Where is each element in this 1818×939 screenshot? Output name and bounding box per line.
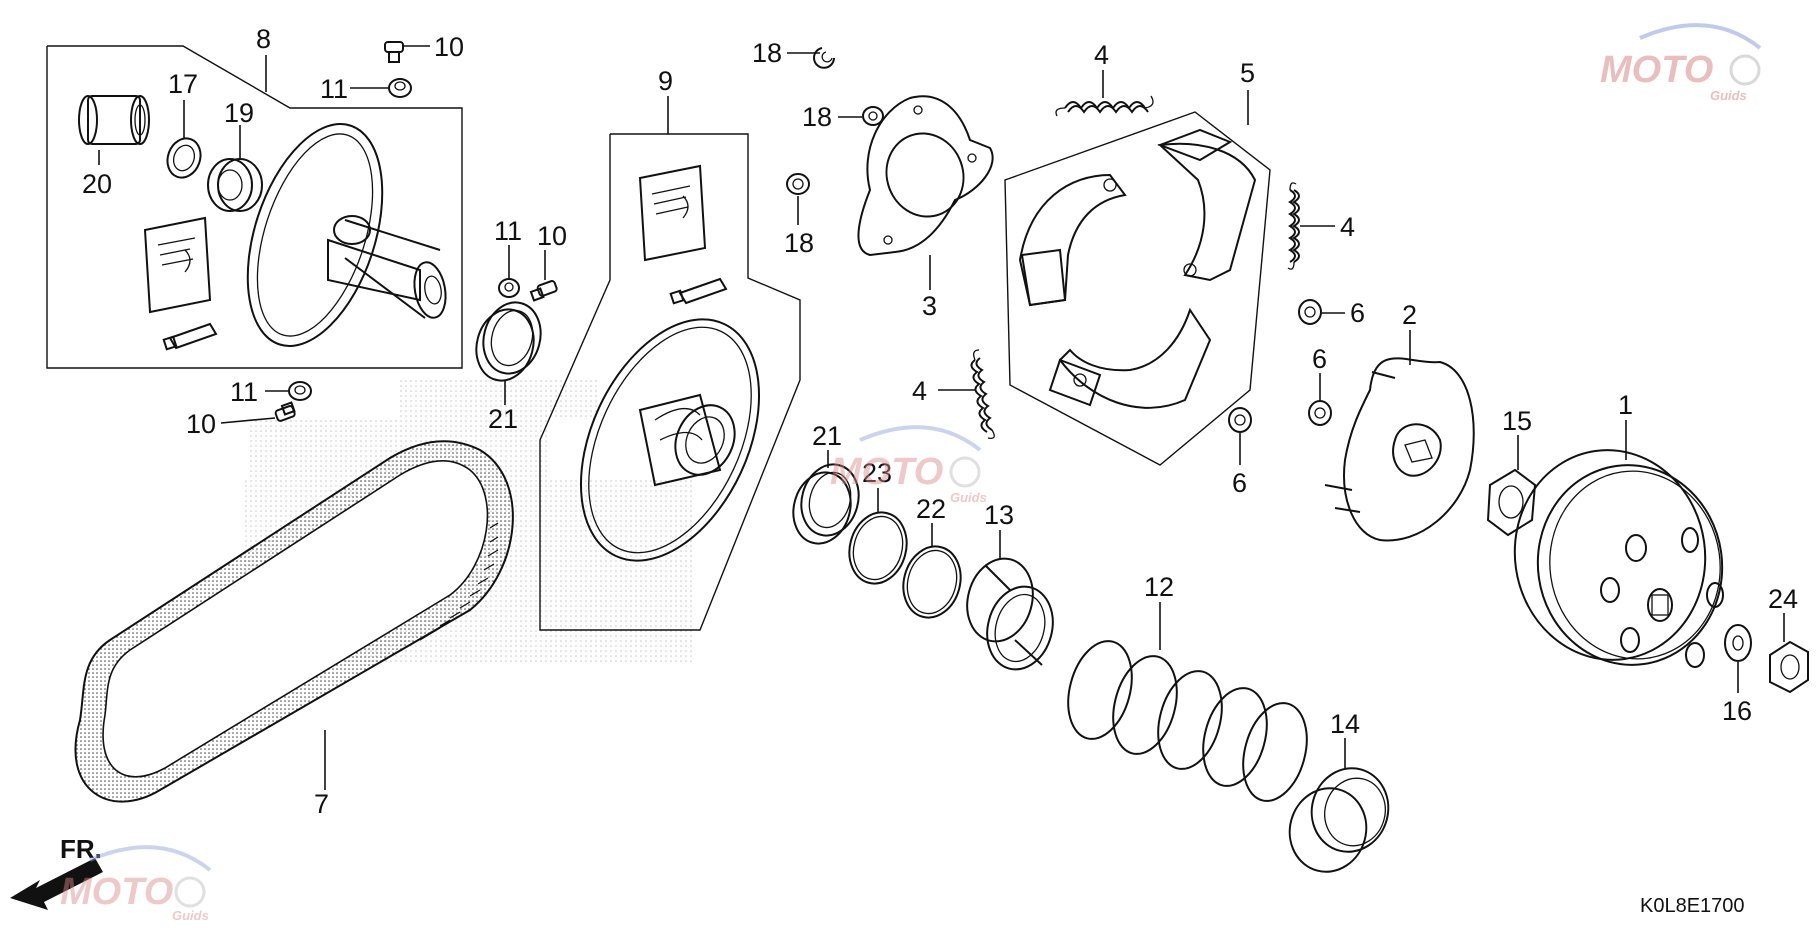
front-label: FR. xyxy=(60,834,102,864)
callout-1: 1 xyxy=(1618,390,1633,420)
part-4-spring-top xyxy=(1055,95,1154,117)
part-21-oil-seal-right xyxy=(792,463,860,545)
grease-packet-icon-2 xyxy=(638,164,707,262)
assembly-box-8 xyxy=(46,45,463,369)
callout-10: 10 xyxy=(434,32,464,62)
callout-21-right: 21 xyxy=(812,421,842,451)
svg-text:MOTO: MOTO xyxy=(1600,49,1713,91)
part-1-clutch-outer xyxy=(1513,449,1724,668)
part-21-oil-seal-left xyxy=(475,301,542,382)
part-22-o-ring xyxy=(902,545,962,619)
callout-4-right: 4 xyxy=(1340,212,1355,242)
clutch-shoe-right xyxy=(1157,128,1257,282)
callout-14: 14 xyxy=(1330,709,1360,739)
part-17-circlip xyxy=(166,137,202,179)
callout-18-middle: 18 xyxy=(802,102,832,132)
callout-2: 2 xyxy=(1402,300,1417,330)
part-10-bolt-top xyxy=(384,41,404,63)
part-2-clutch-drive-plate xyxy=(1324,357,1475,542)
callout-10-middle: 10 xyxy=(537,221,567,251)
part-20-needle-bearing xyxy=(78,95,150,145)
callout-12: 12 xyxy=(1144,572,1174,602)
part-6-nut-c xyxy=(1228,407,1252,433)
part-18-washer-middle xyxy=(862,106,884,126)
part-11-collar-middle xyxy=(498,278,520,298)
part-14-collar xyxy=(1288,767,1390,873)
drive-face-pulley xyxy=(246,123,447,347)
callout-24: 24 xyxy=(1768,584,1798,614)
assembly-box-9 xyxy=(539,133,801,631)
clutch-shoe-bottom xyxy=(1048,307,1212,409)
part-11-collar-top xyxy=(388,78,412,98)
svg-text:MOTO: MOTO xyxy=(60,871,173,913)
driven-face-pulley xyxy=(579,318,761,562)
callout-11-bottom: 11 xyxy=(230,377,258,407)
callout-16: 16 xyxy=(1722,696,1752,726)
callout-13: 13 xyxy=(984,500,1014,530)
part-23-o-ring xyxy=(848,511,908,585)
callout-6-a: 6 xyxy=(1350,298,1365,328)
moto-guids-logo-top-right: MOTO Guids xyxy=(1600,23,1762,103)
callout-11-middle: 11 xyxy=(494,216,522,246)
callout-15: 15 xyxy=(1502,406,1532,436)
part-19-ball-bearing xyxy=(207,158,263,212)
grease-tube-icon-2 xyxy=(669,277,728,305)
callout-5: 5 xyxy=(1240,58,1255,88)
part-10-bolt-bottom xyxy=(274,401,296,422)
svg-text:Guids: Guids xyxy=(950,490,987,505)
part-7-drive-belt xyxy=(74,440,514,803)
part-3-drive-plate xyxy=(857,95,994,257)
callout-6-b: 6 xyxy=(1312,344,1327,374)
callout-17: 17 xyxy=(168,69,198,99)
callout-21-left: 21 xyxy=(488,404,518,434)
part-24-nut xyxy=(1769,640,1809,694)
callout-23: 23 xyxy=(862,458,892,488)
part-12-driven-spring xyxy=(1067,640,1308,802)
callout-4-lower: 4 xyxy=(912,376,927,406)
callout-11: 11 xyxy=(320,74,348,104)
part-6-nut-a xyxy=(1298,299,1322,325)
moto-guids-logo-center: MOTO Guids xyxy=(830,425,987,505)
part-10-bolt-middle xyxy=(529,280,558,302)
callout-3: 3 xyxy=(922,291,937,321)
callout-7: 7 xyxy=(314,789,329,819)
callout-9: 9 xyxy=(658,66,673,96)
callout-6-c: 6 xyxy=(1232,468,1247,498)
callout-8: 8 xyxy=(256,24,271,54)
callout-10-bottom: 10 xyxy=(186,409,216,439)
part-15-clutch-nut xyxy=(1486,468,1537,537)
svg-text:Guids: Guids xyxy=(1710,88,1747,103)
part-13-seal-collar xyxy=(966,557,1054,671)
part-6-nut-b xyxy=(1308,400,1332,426)
callout-labels: 8 10 11 17 19 20 11 10 11 10 21 9 7 18 1… xyxy=(82,24,1798,819)
svg-text:Guids: Guids xyxy=(172,908,209,923)
callout-22: 22 xyxy=(916,494,946,524)
grease-packet-icon xyxy=(143,216,212,314)
clutch-shoe-left xyxy=(1018,173,1127,307)
leader-lines xyxy=(98,45,1785,790)
part-18-washer-top xyxy=(813,47,835,69)
part-4-spring-lower xyxy=(970,349,995,439)
part-18-washer-lower xyxy=(786,173,810,195)
moto-guids-logo-bottom-left: MOTO Guids xyxy=(60,845,212,923)
grease-tube-icon xyxy=(162,322,218,351)
svg-text:MOTO: MOTO xyxy=(830,451,943,493)
diagram-code: K0L8E1700 xyxy=(1640,895,1745,917)
callout-18-top: 18 xyxy=(752,38,782,68)
part-16-washer xyxy=(1724,624,1752,662)
front-direction-marker: FR. xyxy=(10,834,103,910)
callout-18-lower: 18 xyxy=(784,228,814,258)
callout-4-top: 4 xyxy=(1094,40,1109,70)
part-11-collar-bottom xyxy=(288,381,312,401)
part-4-spring-right xyxy=(1287,182,1300,270)
callout-19: 19 xyxy=(224,98,254,128)
assembly-box-5 xyxy=(1004,111,1271,466)
callout-20: 20 xyxy=(82,169,112,199)
